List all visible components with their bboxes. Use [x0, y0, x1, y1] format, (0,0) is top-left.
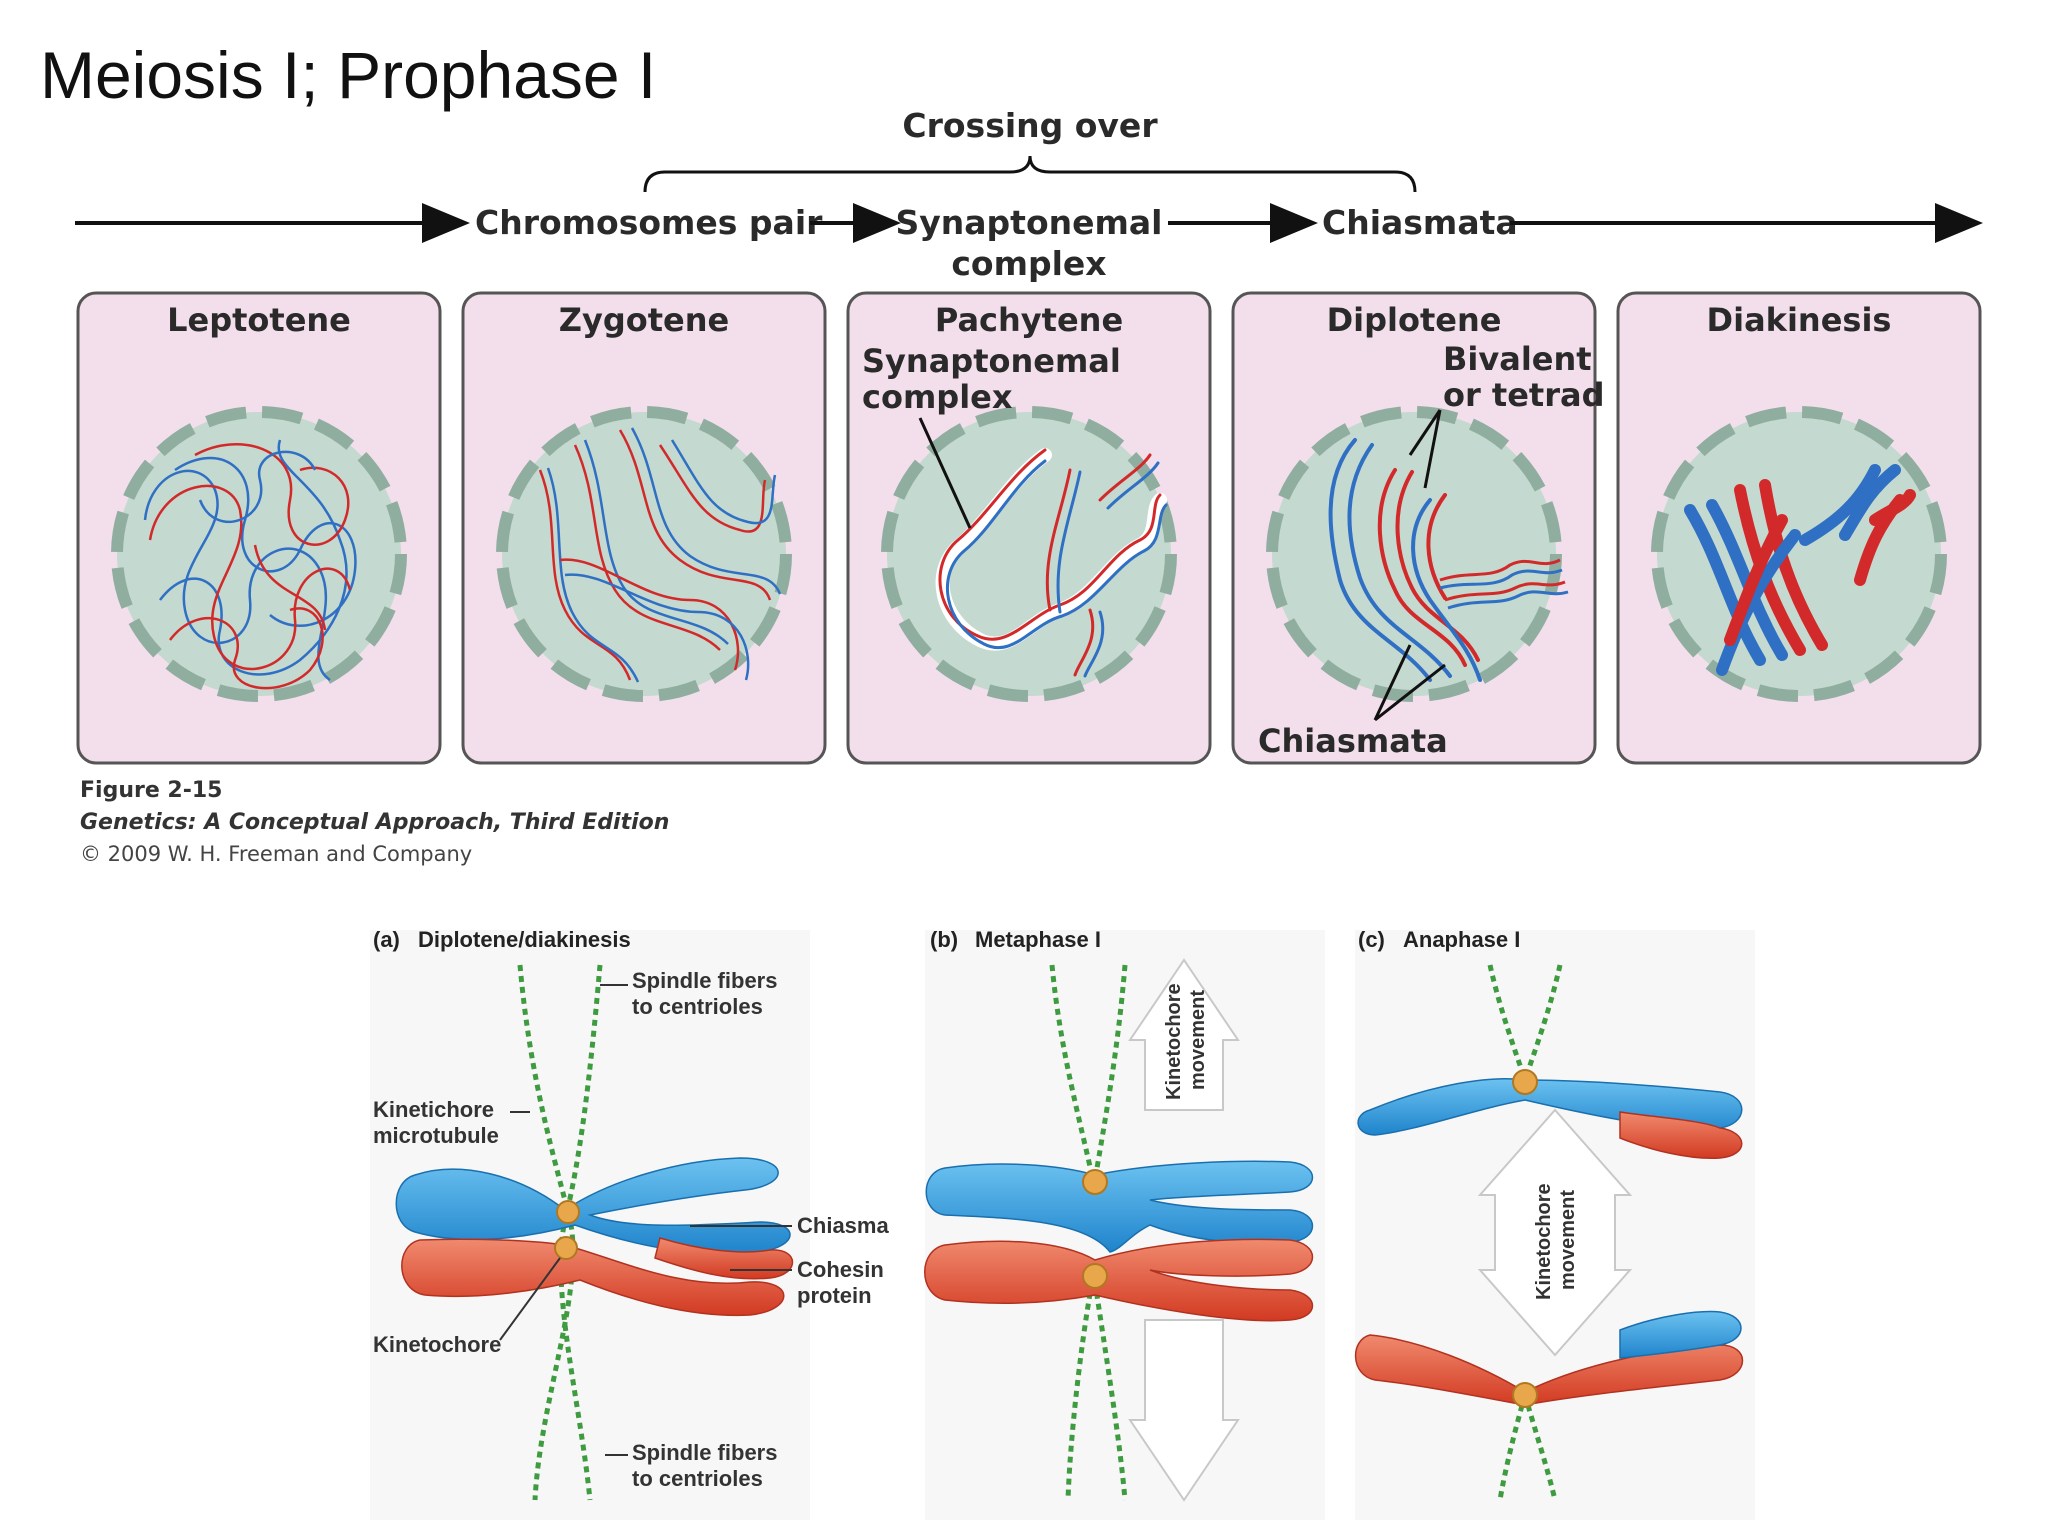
spindle-top-label-2: to centrioles [632, 994, 763, 1019]
slide-title: Meiosis I; Prophase I [40, 38, 657, 112]
nucleus [111, 406, 407, 702]
stage-label-diakinesis: Diakinesis [1707, 301, 1892, 339]
book-title: Genetics: A Conceptual Approach, Third E… [80, 810, 669, 835]
spindle-fibers [1049, 964, 1128, 1501]
red-crossover-arm [654, 1237, 794, 1280]
red-tip-top [1619, 1111, 1743, 1160]
nucleus [496, 406, 792, 702]
panel-diplotene: Diplotene Bivalent or tetrad Chiasmata [1231, 291, 1604, 765]
kinetochore-bottom [1082, 1263, 1108, 1289]
panel-a-diplotene-diakinesis: (a) Diplotene/diakinesis Spindle fibers … [370, 927, 889, 1520]
panel-a-title: Diplotene/diakinesis [418, 927, 631, 952]
panel-c-movement-2: movement [1557, 1190, 1579, 1290]
kinetochore-bottom [554, 1236, 578, 1260]
panel-b-title: Metaphase I [975, 927, 1101, 952]
panel-c-movement-1: Kinetochore [1533, 1183, 1555, 1300]
synaptonemal-complex-label-1: Synaptonemal [862, 342, 1121, 380]
synaptonemal-header-2: complex [951, 244, 1106, 283]
panel-b-letter: (b) [930, 927, 958, 952]
figure-number: Figure 2-15 [80, 778, 222, 803]
kinetochore-top [556, 1200, 580, 1224]
progression-header: Crossing over Chromosomes pair Synaptone… [75, 106, 1983, 283]
bivalent-label-1: Bivalent [1443, 340, 1592, 378]
panel-pachytene: Pachytene Synaptonemal complex [846, 291, 1212, 765]
stage-label-zygotene: Zygotene [559, 301, 729, 339]
kinetichore-microtubule-label-2: microtubule [373, 1123, 499, 1148]
bivalent-label-2: or tetrad [1443, 376, 1604, 414]
chiasma-label: Chiasma [797, 1213, 889, 1238]
panel-b-movement-1: Kinetochore [1163, 983, 1185, 1100]
kinetochore-bottom [1512, 1382, 1538, 1408]
crossing-over-label: Crossing over [902, 106, 1158, 145]
synaptonemal-complex-label-2: complex [862, 378, 1013, 416]
panel-a-labels: Spindle fibers to centrioles Kinetichore… [373, 968, 889, 1491]
cohesin-label-1: Cohesin [797, 1257, 884, 1282]
panel-b-movement-2: movement [1187, 990, 1209, 1090]
kinetichore-microtubule-label-1: Kinetichore [373, 1097, 494, 1122]
spindle-bottom-label-1: Spindle fibers [632, 1440, 777, 1465]
kinetochore-label: Kinetochore [373, 1332, 501, 1357]
panel-a-letter: (a) [373, 927, 400, 952]
panel-zygotene: Zygotene [461, 291, 827, 765]
spindle-bottom-label-2: to centrioles [632, 1466, 763, 1491]
synaptonemal-pointer [918, 417, 972, 529]
panel-c-letter: (c) [1358, 927, 1385, 952]
kinetochore-top [1512, 1069, 1538, 1095]
panel-c-anaphase: (c) Anaphase I Kinetochore movement [1354, 927, 1755, 1520]
stage-label-pachytene: Pachytene [935, 301, 1123, 339]
spindle-top-label-1: Spindle fibers [632, 968, 777, 993]
chiasmata-pointer [1373, 644, 1446, 722]
bivalent-pointer [1408, 409, 1442, 489]
blue-tip-bottom [1619, 1310, 1742, 1359]
panel-b-metaphase: (b) Metaphase I Kinetochore movement [924, 927, 1325, 1520]
small-bivalent [1439, 558, 1569, 610]
crossing-over-brace [643, 155, 1417, 193]
stage-label-diplotene: Diplotene [1327, 301, 1502, 339]
synapsed-chromosomes [935, 448, 1168, 678]
panel-c-title: Anaphase I [1403, 927, 1520, 952]
chromatin-threads [538, 427, 782, 683]
movement-double-arrow [1477, 1108, 1633, 1357]
synaptonemal-header-1: Synaptonemal [896, 203, 1163, 242]
stage-panels: Leptotene Zygotene [76, 291, 1982, 765]
blue-homolog [925, 1160, 1314, 1253]
figure-caption: Figure 2-15 Genetics: A Conceptual Appro… [80, 778, 669, 866]
condensed-chromosomes [1684, 464, 1916, 676]
panel-leptotene: Leptotene [76, 291, 442, 765]
chromosomes-pair-label: Chromosomes pair [475, 203, 823, 242]
movement-arrow-up [1128, 958, 1240, 1111]
panel-diakinesis: Diakinesis [1616, 291, 1982, 765]
movement-arrow-down [1128, 1319, 1240, 1502]
cohesin-label-2: protein [797, 1283, 872, 1308]
chiasmata-header: Chiasmata [1322, 203, 1518, 242]
blue-homolog [395, 1157, 791, 1255]
copyright: © 2009 W. H. Freeman and Company [80, 842, 472, 866]
chiasmata-label: Chiasmata [1258, 722, 1448, 760]
red-homolog [924, 1238, 1314, 1322]
kinetochore-top [1082, 1169, 1108, 1195]
stage-label-leptotene: Leptotene [167, 301, 351, 339]
chromatin-threads [143, 439, 357, 690]
bivalents [1328, 438, 1482, 682]
